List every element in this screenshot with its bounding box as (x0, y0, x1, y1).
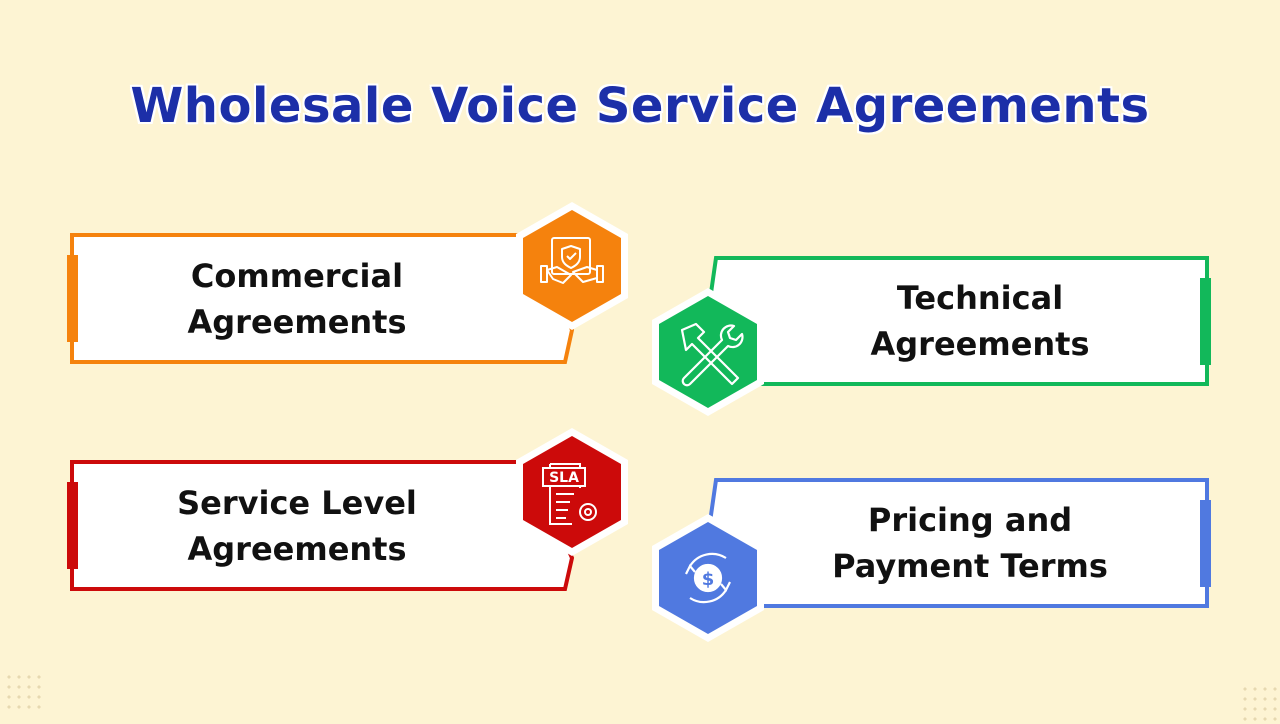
card-line-2: Payment Terms (832, 547, 1108, 585)
card-commercial-frame (67, 233, 575, 364)
handshake-icon (540, 237, 604, 284)
card-pricing-label: Pricing and Payment Terms (760, 497, 1180, 589)
card-line-2: Agreements (187, 530, 407, 568)
page-title: Wholesale Voice Service Agreements (130, 78, 1150, 134)
decorative-dots (4, 672, 44, 712)
card-pricing-frame (707, 478, 1211, 608)
svg-text:$: $ (702, 569, 715, 590)
hexagon-commercial (516, 202, 628, 330)
decorative-dots (1240, 684, 1280, 724)
card-line-1: Technical (896, 279, 1064, 317)
card-sla-label: Service Level Agreements (87, 480, 507, 572)
dollar-cycle-icon: $ (685, 552, 731, 604)
hexagon-sla (516, 428, 628, 556)
card-line-2: Agreements (870, 325, 1090, 363)
svg-text:SLA: SLA (549, 470, 579, 486)
card-technical-label: Technical Agreements (770, 275, 1190, 367)
card-commercial-label: Commercial Agreements (87, 253, 507, 345)
card-line-1: Commercial (190, 257, 404, 295)
tools-icon (680, 322, 744, 387)
card-line-1: Service Level (177, 484, 417, 522)
card-line-1: Pricing and (867, 501, 1073, 539)
sla-document-icon: SLA (542, 463, 597, 525)
card-sla-frame (67, 460, 575, 591)
card-line-2: Agreements (187, 303, 407, 341)
